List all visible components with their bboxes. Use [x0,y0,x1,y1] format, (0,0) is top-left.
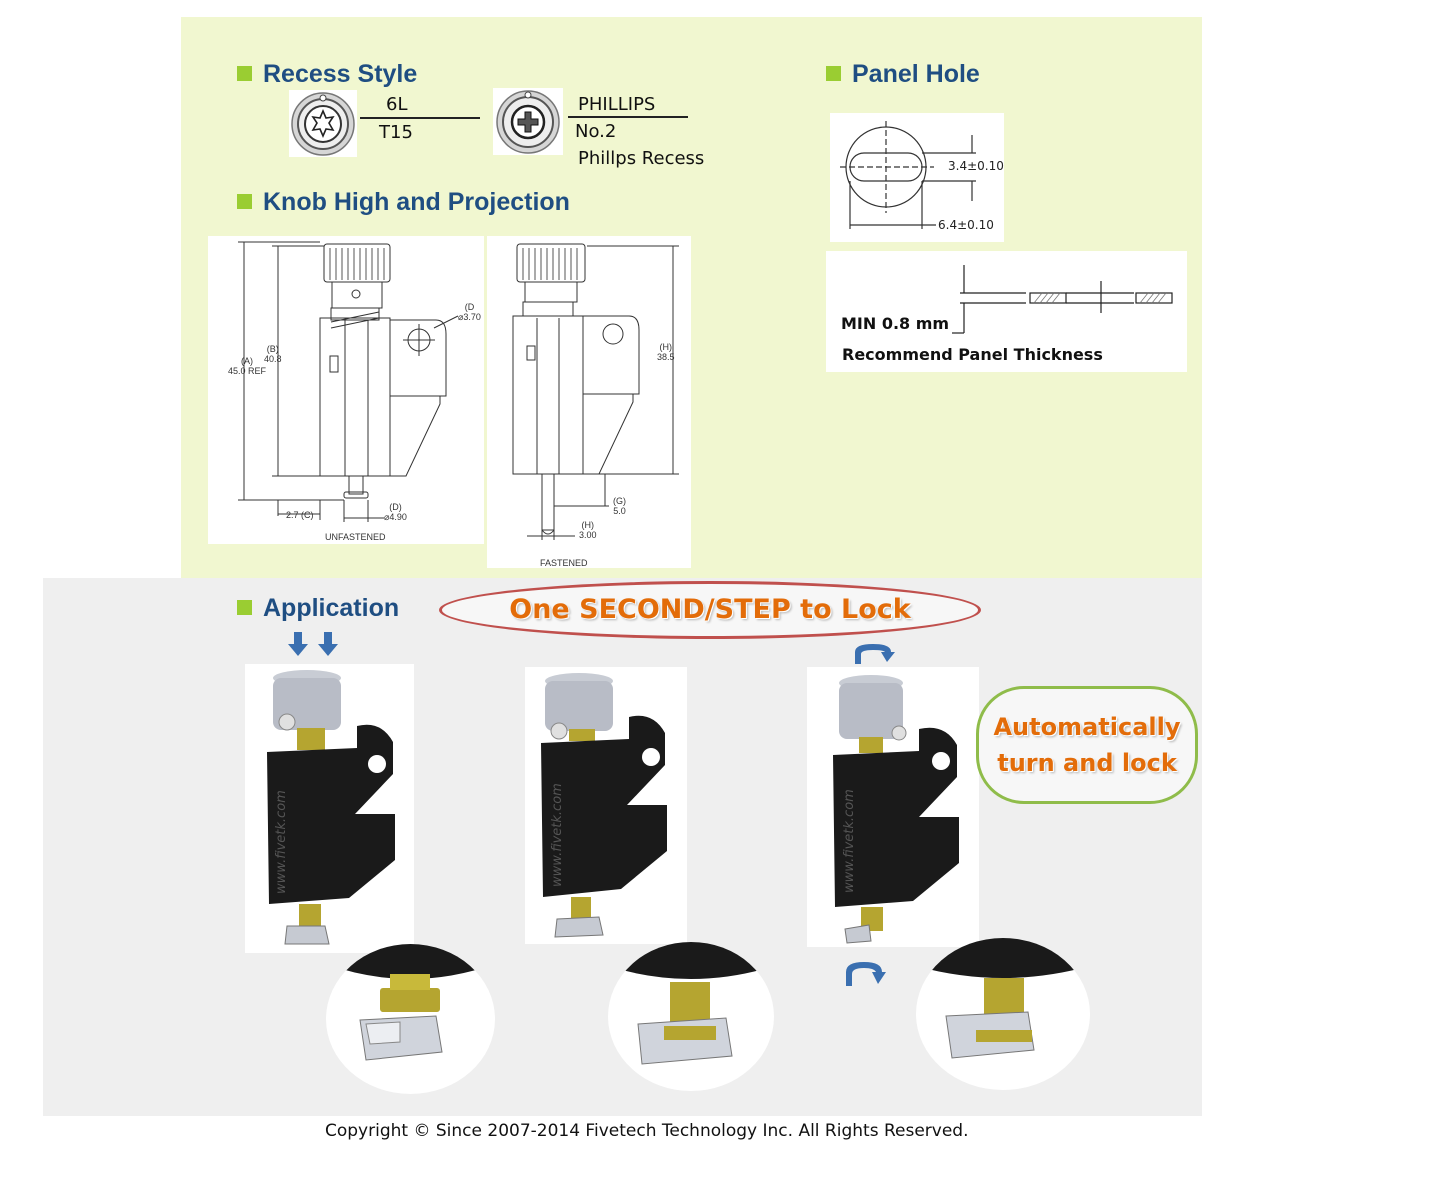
unfastened-drawing: (A)45.0 REF (B)40.8 2.7 (C) (D)⌀4.90 (D⌀… [208,236,484,544]
application-heading: Application [237,594,399,622]
press-down-arrows-icon [288,632,338,656]
copyright-text: Copyright © Since 2007-2014 Fivetech Tec… [325,1121,969,1141]
product-url-text: www.fivetk.com [842,789,857,893]
closeup-step1-image [326,944,495,1094]
bullet-icon [237,194,252,209]
torx-type-label: T15 [379,122,413,143]
closeup-step2-image [608,942,774,1091]
dim-b-label: (B)40.8 [264,344,282,364]
recess-style-heading: Recess Style [237,60,417,88]
latch-step3-illustration: www.fivetk.com [833,675,959,944]
panel-thickness-drawing: MIN 0.8 mm Recommend Panel Thickness [826,251,1187,372]
lock-banner-text: One SECOND/STEP to Lock [509,594,911,625]
dim-h-label: (H)38.5 [657,342,675,362]
product-url-text: www.fivetk.com [550,783,565,887]
dim-g-label: (G)5.0 [613,496,626,516]
panel-hole-drawing: 3.4±0.10 6.4±0.10 [830,113,1004,242]
bullet-icon [826,66,841,81]
closeup-step2-illustration [608,942,774,1065]
fastened-technical-drawing [512,243,679,540]
fastened-caption: FASTENED [540,558,588,568]
panel-thickness-diagram [952,265,1173,334]
width-dimension-label: 6.4±0.10 [938,218,994,232]
fastened-drawing: (H)38.5 (G)5.0 (H)3.00 FASTENED [487,236,691,568]
bullet-icon [237,66,252,81]
product-step3-image: www.fivetk.com [807,667,979,947]
lock-banner: One SECOND/STEP to Lock [439,581,981,639]
rotate-arrow-top-icon [855,644,895,664]
torx-divider-line [360,117,480,119]
unfastened-caption: UNFASTENED [325,532,386,542]
phillips-name-label: PHILLIPS [578,94,656,115]
dim-e-label: (D⌀3.70 [458,302,481,322]
slot-dimension-label: 3.4±0.10 [948,159,1004,173]
dim-a-label: (A)45.0 REF [228,356,267,376]
latch-step1-illustration: www.fivetk.com [267,670,395,945]
panel-hole-diagram [840,121,976,229]
closeup-step3-illustration [916,938,1090,1059]
product-step2-image: www.fivetk.com [525,667,687,944]
dim-f-label: (H)3.00 [579,520,597,540]
torx-size-label: 6L [386,94,408,115]
callout-line1: Automatically [993,713,1181,741]
torx-recess-image [289,90,357,157]
torx-recess-icon [291,92,355,156]
phillips-recess-image [493,88,563,155]
dim-c-label: 2.7 (C) [286,510,314,520]
bullet-icon [237,600,252,615]
recommend-thickness-label: Recommend Panel Thickness [842,345,1103,364]
latch-step2-illustration: www.fivetk.com [541,673,667,938]
closeup-step1-illustration [326,944,495,1061]
auto-lock-callout: Automatically turn and lock [976,686,1198,804]
product-url-text: www.fivetk.com [274,790,289,894]
min-thickness-label: MIN 0.8 mm [841,314,950,333]
phillips-size-label: No.2 [575,121,617,142]
closeup-step3-image [916,938,1090,1090]
unfastened-technical-drawing [238,241,459,522]
phillips-recess-icon [496,90,560,154]
rotate-arrow-bottom-icon [846,962,886,986]
phillips-divider-line [568,116,688,118]
panel-hole-heading: Panel Hole [826,60,980,88]
knob-high-heading: Knob High and Projection [237,188,570,216]
phillips-recess-label: Phillps Recess [578,148,705,169]
product-step1-image: www.fivetk.com [245,664,414,953]
callout-line2: turn and lock [997,749,1177,777]
dim-d-label: (D)⌀4.90 [384,502,407,522]
